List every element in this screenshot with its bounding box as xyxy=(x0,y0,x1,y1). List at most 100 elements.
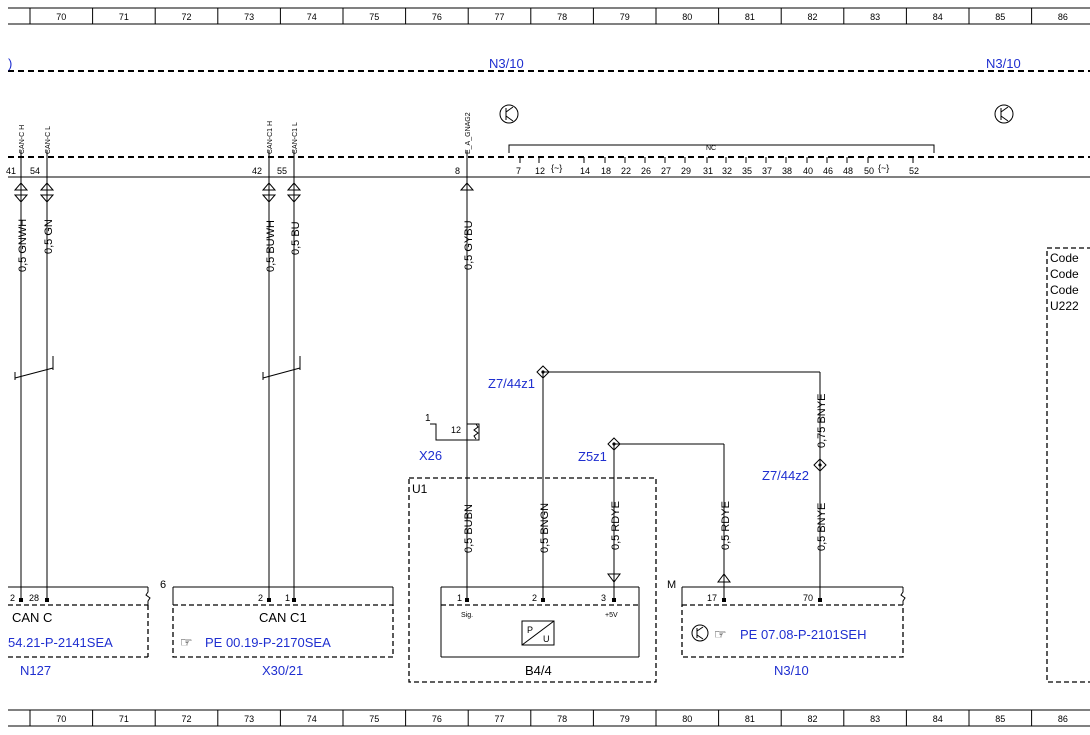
x26-pin-12: 12 xyxy=(451,425,461,435)
top-pin-ticks xyxy=(20,150,468,177)
ruler-cell-label: 70 xyxy=(56,714,66,724)
splice-z5z1 xyxy=(607,437,621,451)
nc-pin-number: 27 xyxy=(661,166,671,176)
nc-pin-number: 32 xyxy=(722,166,732,176)
can-bus-arrows xyxy=(13,182,475,203)
wire-label: 0,5 BUWH xyxy=(265,220,277,272)
left-partial-label: ) xyxy=(8,56,12,71)
pin-label-can-c1-l: CAN-C1 L xyxy=(292,122,299,154)
n127-component: 2 28 CAN C 54.21-P-2141SEA N127 xyxy=(8,586,151,678)
nc-pin-number: 29 xyxy=(681,166,691,176)
u1-group-box xyxy=(408,477,657,683)
ruler-cell-label: 77 xyxy=(494,12,504,22)
nc-pin-number: 52 xyxy=(909,166,919,176)
wire-label: 0,5 GN xyxy=(43,219,55,254)
pin-55: 55 xyxy=(277,166,287,176)
ruler-cell-label: 77 xyxy=(494,714,504,724)
b4-4-sig: Sig. xyxy=(461,612,473,619)
b4-4-plus5v: +5V xyxy=(605,612,618,619)
nc-pin-number: 37 xyxy=(762,166,772,176)
ruler-cell-label: 85 xyxy=(995,12,1005,22)
x30-21-label: X30/21 xyxy=(262,663,303,678)
nc-break-mark: {~} xyxy=(878,163,889,173)
ruler-cell-label: 71 xyxy=(119,12,129,22)
transistor-icon xyxy=(994,104,1014,124)
ruler-cell-label: 73 xyxy=(244,714,254,724)
pin-42: 42 xyxy=(252,166,262,176)
nc-pin-number: 35 xyxy=(742,166,752,176)
ruler-cell-label: 84 xyxy=(933,714,943,724)
n127-name: CAN C xyxy=(12,610,52,625)
pin-label-e-a-gnag2: E_A_GNAG2 xyxy=(465,112,472,154)
ruler-cell-label: 72 xyxy=(181,12,191,22)
x26-connector: 1 12 X26 xyxy=(419,413,480,463)
splice-z7-44z1 xyxy=(536,365,550,379)
ruler-cell-label: 74 xyxy=(307,12,317,22)
b4-4-label: B4/4 xyxy=(525,663,552,678)
n3-10-label: N3/10 xyxy=(774,663,809,678)
ruler-cell-label: 75 xyxy=(369,12,379,22)
ruler-cell-label: 84 xyxy=(933,12,943,22)
wires xyxy=(14,177,821,600)
ruler-cell-label: 76 xyxy=(432,12,442,22)
ruler-cell-label: 79 xyxy=(620,714,630,724)
nc-pin-number: 26 xyxy=(641,166,651,176)
wire-label: 0,5 RDYE xyxy=(610,501,622,550)
ruler-cell-label: 80 xyxy=(682,12,692,22)
x26-label: X26 xyxy=(419,448,442,463)
splice-z7-44z2 xyxy=(813,458,827,472)
pointing-hand-icon: ☞ xyxy=(714,626,727,642)
nc-pin-number: 22 xyxy=(621,166,631,176)
n127-pin: 28 xyxy=(29,593,39,603)
nc-bracket: NC {~} {~} xyxy=(508,144,935,173)
x30-21-pin: 1 xyxy=(285,593,290,603)
splice-label-z7-44z2: Z7/44z2 xyxy=(762,468,809,483)
transistor-icon xyxy=(691,624,709,642)
wire-label: 0,75 BNYE xyxy=(816,394,828,448)
pin-label-can-c-l: CAN-C L xyxy=(45,126,52,154)
x30-21-component: 6 2 1 CAN C1 ☞ PE 00.19-P-2170SEA X30/21 xyxy=(160,579,394,678)
n3-10-component: M 17 70 ☞ PE 07.08-P-2101SEH N3/10 xyxy=(667,573,906,678)
b4-4-pin: 2 xyxy=(532,593,537,603)
nc-pin-number: 12 xyxy=(535,166,545,176)
b4-4-component: 1 2 3 Sig. +5V P U B4/4 xyxy=(440,573,640,678)
ruler-cell-label: 86 xyxy=(1058,714,1068,724)
ruler-cell-label: 70 xyxy=(56,12,66,22)
ruler-cell-label: 82 xyxy=(807,12,817,22)
wire-label: 0,5 BNGN xyxy=(539,503,551,553)
code-line: Code xyxy=(1050,267,1079,281)
wire-label: 0,5 GNWH xyxy=(17,219,29,272)
nc-pin-number: 14 xyxy=(580,166,590,176)
sensor-u: U xyxy=(543,634,550,644)
ruler-cell-label: 85 xyxy=(995,714,1005,724)
n127-pin: 2 xyxy=(10,593,15,603)
ruler-cell-label: 78 xyxy=(557,714,567,724)
n3-10-pin: 17 xyxy=(707,593,717,603)
nc-pin-number: 40 xyxy=(803,166,813,176)
component-pin-stubs xyxy=(19,598,822,602)
nc-break-mark: {~} xyxy=(551,163,562,173)
b4-4-pin: 3 xyxy=(601,593,606,603)
n3-10-ref-link[interactable]: PE 07.08-P-2101SEH xyxy=(740,627,866,642)
ruler-cell-label: 86 xyxy=(1058,12,1068,22)
nc-pin-number: 7 xyxy=(516,166,521,176)
nc-pin-number: 31 xyxy=(703,166,713,176)
sensor-p: P xyxy=(527,625,533,635)
n3-10-pin: 70 xyxy=(803,593,813,603)
b4-4-pin: 1 xyxy=(457,593,462,603)
wire-label: 0,5 BUBN xyxy=(463,504,475,553)
wire-label: 0,5 RDYE xyxy=(720,501,732,550)
x30-21-ref-link[interactable]: PE 00.19-P-2170SEA xyxy=(205,635,331,650)
transistor-icon xyxy=(499,104,519,124)
code-line: Code xyxy=(1050,251,1079,265)
nc-pin-number: 48 xyxy=(843,166,853,176)
wire-label: 0,5 BU xyxy=(290,221,302,255)
ruler-cell-label: 76 xyxy=(432,714,442,724)
n127-ref-link[interactable]: 54.21-P-2141SEA xyxy=(8,635,113,650)
ruler-cell-label: 83 xyxy=(870,12,880,22)
ruler-cell-label: 71 xyxy=(119,714,129,724)
ruler-cell-label: 79 xyxy=(620,12,630,22)
wire-labels: 0,5 GNWH 0,5 GN 0,5 BUWH 0,5 BU 0,5 GYBU… xyxy=(17,219,828,553)
